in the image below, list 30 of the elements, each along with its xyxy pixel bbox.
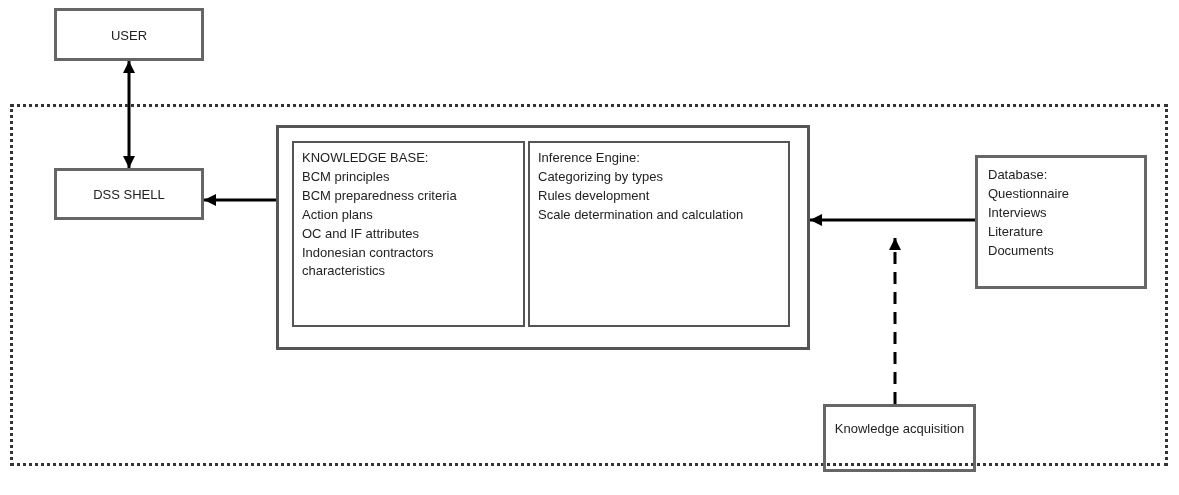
arrow <box>810 214 975 226</box>
list-item: Rules development <box>538 187 651 205</box>
dashed-arrow <box>889 238 901 404</box>
database-box <box>975 155 1147 289</box>
list-item: Questionnaire <box>988 185 1070 203</box>
list-item: Indonesian contractors characteristics <box>302 244 435 280</box>
list-item: Scale determination and calculation <box>538 206 745 224</box>
knowledge-base-box <box>292 141 525 327</box>
heading-text: Inference Engine: <box>538 149 641 167</box>
user-box <box>54 8 204 61</box>
list-item: BCM preparedness criteria <box>302 187 458 205</box>
node-label: USER <box>109 27 149 45</box>
list-item: Categorizing by types <box>538 168 664 186</box>
node-label: DSS SHELL <box>92 186 166 204</box>
list-item: OC and IF attributes <box>302 225 421 243</box>
dss-shell-box <box>54 168 204 220</box>
heading-text: KNOWLEDGE BASE: <box>302 149 430 167</box>
knowledge-acquisition-box <box>823 404 976 472</box>
list-item: Interviews <box>988 204 1048 222</box>
double-headed-arrow <box>123 61 135 168</box>
list-item: Action plans <box>302 206 374 224</box>
module-container <box>276 125 810 350</box>
inference-engine-box <box>528 141 790 327</box>
list-item: BCM principles <box>302 168 391 186</box>
list-item: Literature <box>988 223 1044 241</box>
heading-text: Database: <box>988 166 1049 184</box>
node-label: Knowledge acquisition <box>833 420 966 438</box>
system-boundary <box>10 104 1168 466</box>
list-item: Documents <box>988 242 1055 260</box>
arrow <box>204 194 276 206</box>
